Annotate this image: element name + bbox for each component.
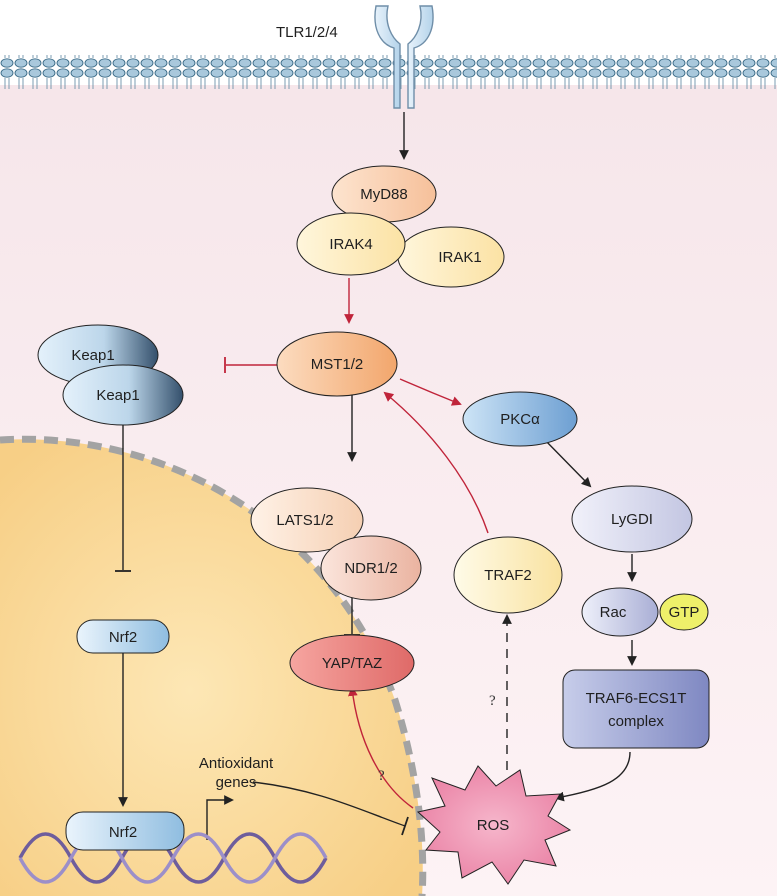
inhibition-bar-ros [401,816,409,836]
myd88-label: MyD88 [360,186,408,203]
keap1-label-top: Keap1 [71,347,114,364]
mst-label: MST1/2 [311,356,364,373]
gtp-node [659,593,709,631]
nuclear-envelope [0,435,427,896]
traf6-label-line2: complex [608,713,664,730]
arrow-traf2-to-mst [383,391,489,534]
irak4-node [296,212,406,276]
lygdi-label: LyGDI [611,511,653,528]
traf2-node [453,536,563,614]
arrow-mst-to-pkc [399,378,462,406]
receptor-label: TLR1/2/4 [276,24,338,41]
ros-label: ROS [477,817,510,834]
lats-label: LATS1/2 [276,512,333,529]
arrow-ros-to-yap [348,686,414,809]
mst-node [276,331,398,397]
lygdi-node [571,485,693,553]
nrf2-nuclear-label: Nrf2 [109,824,137,841]
rac-label: Rac [600,604,627,621]
yap-taz-label: YAP/TAZ [322,655,382,672]
keap1-label-bottom: Keap1 [96,387,139,404]
plasma-membrane [0,55,777,89]
ndr-label: NDR1/2 [344,560,397,577]
irak4-label: IRAK4 [329,236,372,253]
tlr-receptor [374,5,434,109]
keap1-node-bottom [62,364,184,426]
antioxidant-genes-label-line1: Antioxidant [199,755,274,772]
rac-node [581,587,659,637]
irak1-label: IRAK1 [438,249,481,266]
lats-node [250,487,364,553]
arrow-traf6-to-ros [554,751,631,802]
traf2-label: TRAF2 [484,567,532,584]
pkc-node [462,391,578,447]
arrow-pkc-to-lygdi [541,436,592,488]
nrf2-label: Nrf2 [109,629,137,646]
inhibition-antioxidant-to-ros [252,781,406,827]
transcription-arrow [206,795,234,840]
antioxidant-genes-label-line2: genes [216,774,257,791]
dna-helix [18,832,328,884]
ros-node [416,765,572,885]
pkc-label: PKCα [500,411,540,428]
unknown-mark-ros-yap: ? [378,768,385,784]
nrf2-node [76,619,170,654]
yap-taz-node [289,634,415,692]
nrf2-nuclear-node [65,811,185,851]
nucleus [0,439,423,896]
ndr-node [320,535,422,601]
traf6-label-line1: TRAF6-ECS1T [586,690,687,707]
gtp-label: GTP [669,604,700,621]
unknown-mark-ros-traf2: ? [489,693,496,709]
traf6-complex-node [562,669,710,749]
